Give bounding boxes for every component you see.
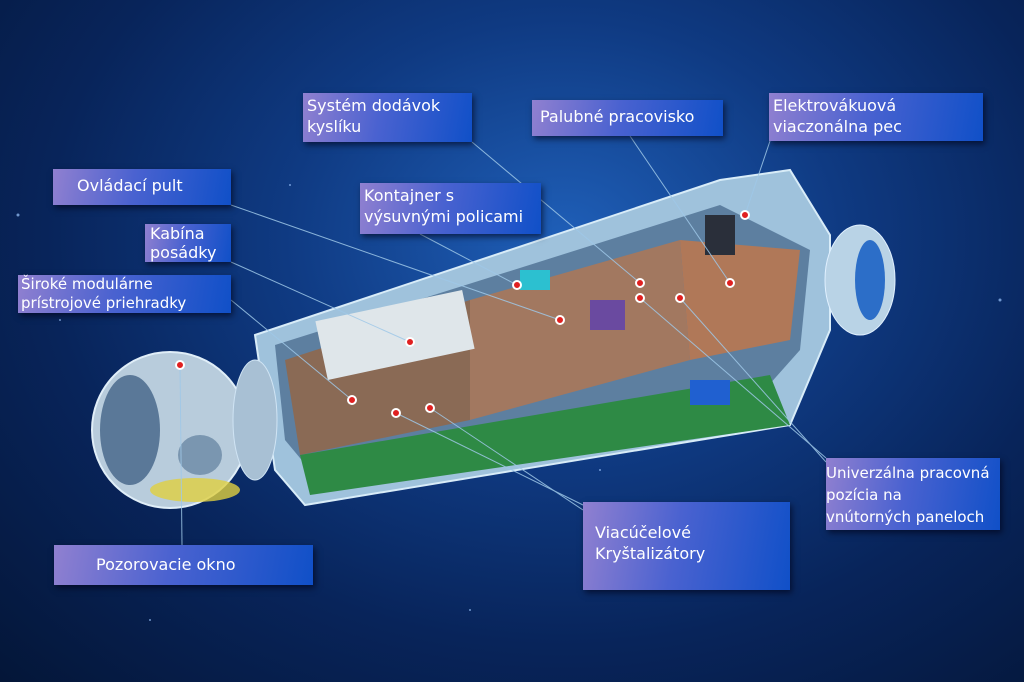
- label-crew-cabin: Kabína posádky: [145, 224, 231, 262]
- label-modular-bays: Široké modulárne prístrojové priehradky: [18, 275, 231, 313]
- label-crystallizers: Viacúčelové Kryštalizátory: [583, 502, 790, 590]
- label-control-console: Ovládací pult: [53, 169, 231, 205]
- label-vacuum-furnace: Elektrovákuová viaczonálna pec: [769, 93, 983, 141]
- connecting-ring: [232, 359, 278, 481]
- label-observation-window: Pozorovacie okno: [54, 545, 313, 585]
- label-container-shelves: Kontajner s výsuvnými policami: [360, 183, 541, 234]
- interior-racks-3: [680, 240, 800, 360]
- label-oxygen-supply: Systém dodávok kyslíku: [303, 93, 472, 142]
- stars: [16, 119, 1002, 621]
- floor: [300, 375, 790, 495]
- markers: [175, 210, 750, 418]
- label-onboard-workstation: Palubné pracovisko: [532, 100, 723, 136]
- leader-lines: [179, 135, 827, 546]
- label-universal-workstation: Univerzálna pracovná pozícia na vnútorný…: [826, 458, 1000, 530]
